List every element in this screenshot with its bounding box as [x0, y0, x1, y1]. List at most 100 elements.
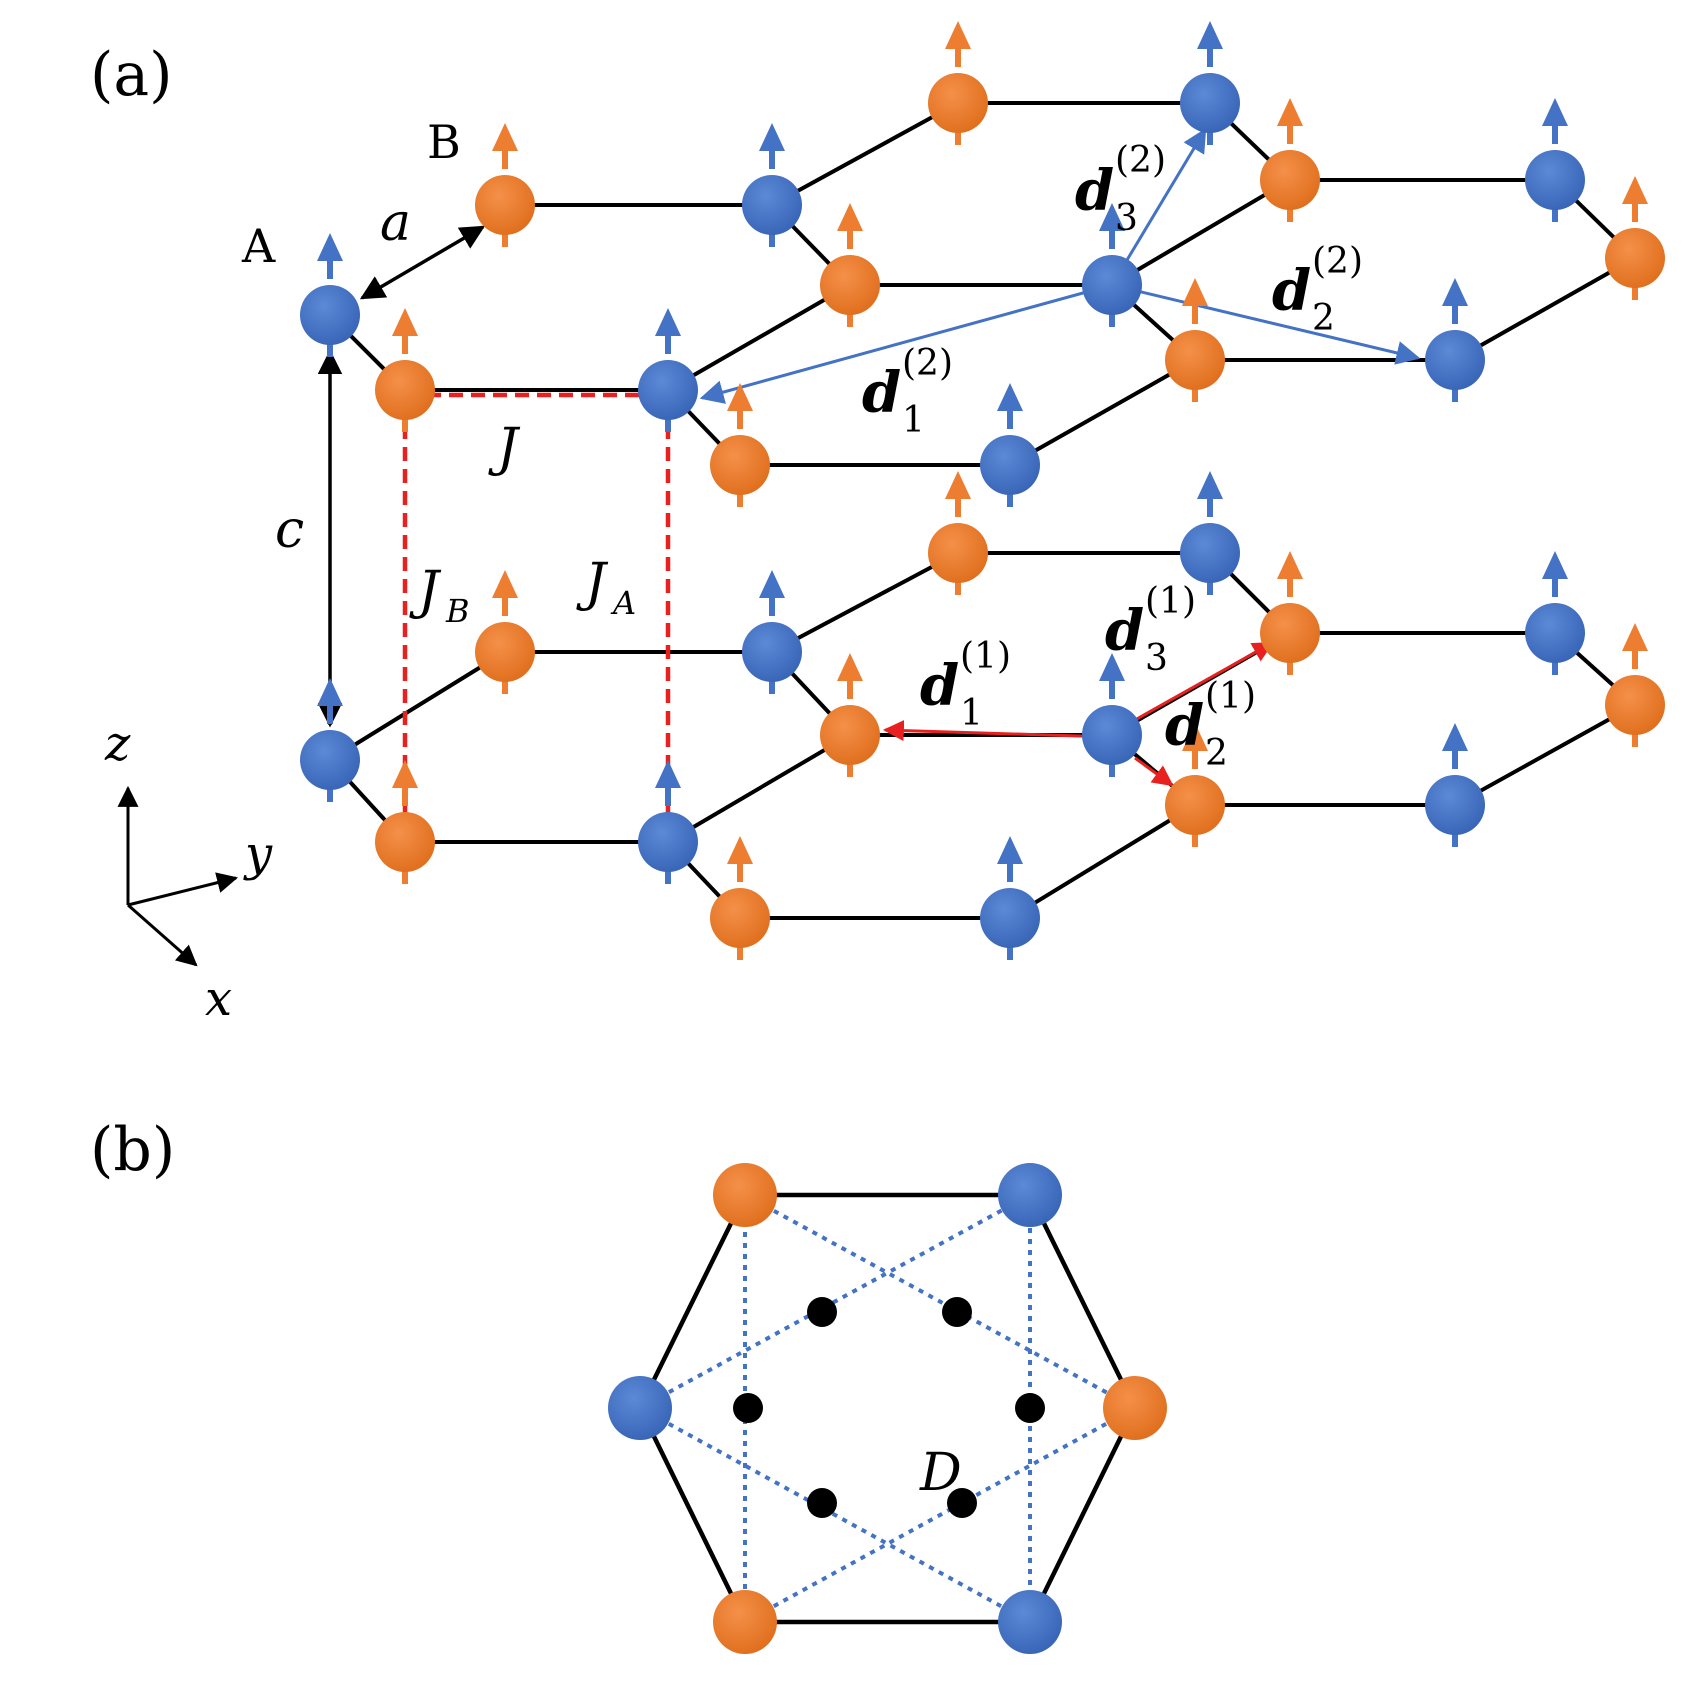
d2-2-label: d 2 (2) [1272, 241, 1363, 339]
site-A-atom [1425, 723, 1485, 847]
param-JA-label: J [576, 553, 609, 613]
up-arrow-icon [945, 21, 971, 49]
dmi-dot [942, 1297, 972, 1327]
up-arrow-icon [1197, 21, 1223, 49]
up-arrow-icon [1277, 98, 1303, 126]
svg-text:(1): (1) [1205, 676, 1256, 717]
svg-text:2: 2 [1205, 733, 1228, 774]
panel-b-label: (b) [90, 1115, 175, 1185]
param-c-label: c [275, 500, 304, 560]
site-A-label: A [241, 219, 276, 273]
site-B-atom [475, 570, 535, 694]
site-B-atom [710, 383, 770, 507]
site-A-atom [638, 760, 698, 884]
up-arrow-icon [837, 203, 863, 231]
d3-2-arrow [1110, 127, 1207, 286]
d1-1-label: d 1 (1) [920, 636, 1011, 734]
site-A-atom [742, 570, 802, 694]
svg-text:d: d [1075, 158, 1114, 224]
panel-b-atoms [608, 1163, 1167, 1654]
svg-text:(1): (1) [1145, 581, 1196, 622]
svg-text:(2): (2) [902, 343, 953, 384]
lattice-a-arrow [359, 225, 486, 300]
param-JA-sub: A [610, 584, 636, 622]
site-A-atom [980, 383, 1040, 507]
y-axis-label: y [243, 826, 273, 882]
up-arrow-icon [837, 653, 863, 681]
d2-1-label: d 2 (1) [1165, 676, 1256, 774]
site-A-atom [300, 233, 360, 357]
site-B-atom [928, 471, 988, 595]
up-arrow-icon [1442, 723, 1468, 751]
up-arrow-icon [1442, 278, 1468, 306]
up-arrow-icon [1542, 98, 1568, 126]
param-D-label: D [919, 1443, 962, 1503]
dmi-dot [733, 1393, 763, 1423]
d1-2-label: d 1 (2) [862, 343, 953, 441]
param-JB-label: J [409, 561, 442, 621]
up-arrow-icon [1182, 278, 1208, 306]
up-arrow-icon [997, 383, 1023, 411]
up-arrow-icon [1277, 551, 1303, 579]
up-arrow-icon [492, 123, 518, 151]
up-arrow-icon [492, 570, 518, 598]
site-A-atom [1425, 278, 1485, 402]
dmi-dot [947, 1488, 977, 1518]
site-B-atom [1103, 1376, 1167, 1440]
up-arrow-icon [759, 570, 785, 598]
site-A-atom [300, 678, 360, 802]
svg-text:d: d [1105, 598, 1144, 664]
site-B-atom [928, 21, 988, 145]
panel-a-label: (a) [90, 40, 173, 110]
site-B-atom [1605, 623, 1665, 747]
site-B-atom [820, 653, 880, 777]
site-A-atom [1082, 203, 1142, 327]
x-axis-label: x [205, 971, 232, 1027]
up-arrow-icon [655, 760, 681, 788]
d1-2-arrow [699, 283, 1113, 404]
svg-text:3: 3 [1145, 638, 1168, 679]
site-A-atom [1082, 653, 1142, 777]
site-A-atom [998, 1163, 1062, 1227]
svg-text:d: d [1165, 693, 1204, 759]
param-J-label: J [488, 418, 521, 478]
site-A-atom [980, 836, 1040, 960]
site-B-atom [1260, 551, 1320, 675]
atom-layer [300, 21, 1665, 960]
up-arrow-icon [1182, 723, 1208, 751]
svg-text:d: d [862, 360, 901, 426]
up-arrow-icon [1099, 203, 1125, 231]
z-axis-label: z [104, 716, 131, 772]
site-A-atom [742, 123, 802, 247]
svg-text:1: 1 [960, 693, 983, 734]
up-arrow-icon [1622, 623, 1648, 651]
site-A-atom [1525, 98, 1585, 222]
svg-text:d: d [1272, 258, 1311, 324]
up-arrow-icon [1622, 176, 1648, 204]
svg-text:(2): (2) [1312, 241, 1363, 282]
nnn-vectors-upper [699, 127, 1421, 404]
site-A-atom [638, 308, 698, 432]
site-A-atom [1180, 21, 1240, 145]
site-B-atom [710, 836, 770, 960]
up-arrow-icon [759, 123, 785, 151]
up-arrow-icon [392, 308, 418, 336]
site-B-atom [375, 308, 435, 432]
param-JB-sub: B [445, 592, 470, 630]
up-arrow-icon [727, 383, 753, 411]
d2-2-arrow [1111, 283, 1421, 365]
up-arrow-icon [1099, 653, 1125, 681]
d3-2-label: d 3 (2) [1075, 140, 1166, 239]
site-B-atom [1605, 176, 1665, 300]
svg-text:3: 3 [1115, 198, 1138, 239]
d2-1-arrow [1134, 756, 1174, 787]
svg-text:(1): (1) [960, 636, 1011, 677]
site-A-atom [1525, 551, 1585, 675]
site-B-atom [713, 1590, 777, 1654]
site-B-atom [820, 203, 880, 327]
site-B-atom [1165, 278, 1225, 402]
y-axis-arrow [127, 872, 239, 907]
site-B-label: B [427, 115, 461, 169]
svg-text:d: d [920, 653, 959, 719]
